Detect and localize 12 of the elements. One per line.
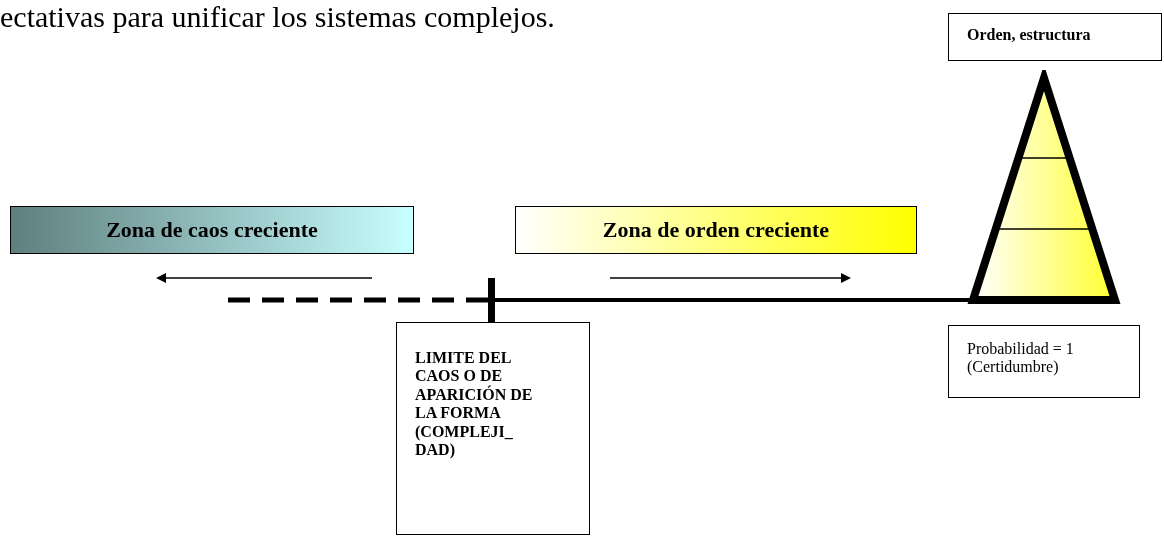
pyramid-shape [965, 70, 1123, 306]
zone-banner [515, 206, 917, 254]
label-text: Probabilidad = 1 (Certidumbre) [966, 339, 1075, 378]
label-text: Zona de orden creciente [601, 217, 831, 243]
label-text: Orden, estructura [966, 25, 1092, 45]
body-text: ectativas para unificar los sistemas complejos. [0, 0, 555, 34]
text-box [396, 322, 590, 535]
text-box [948, 325, 1140, 398]
label-text: Zona de caos creciente [105, 217, 319, 243]
zone-banner [10, 206, 414, 254]
text-box [948, 13, 1162, 61]
label-text: LIMITE DEL CAOS O DE APARICIÓN DE LA FORMA (COMPLEJI_ DAD) [414, 348, 534, 460]
